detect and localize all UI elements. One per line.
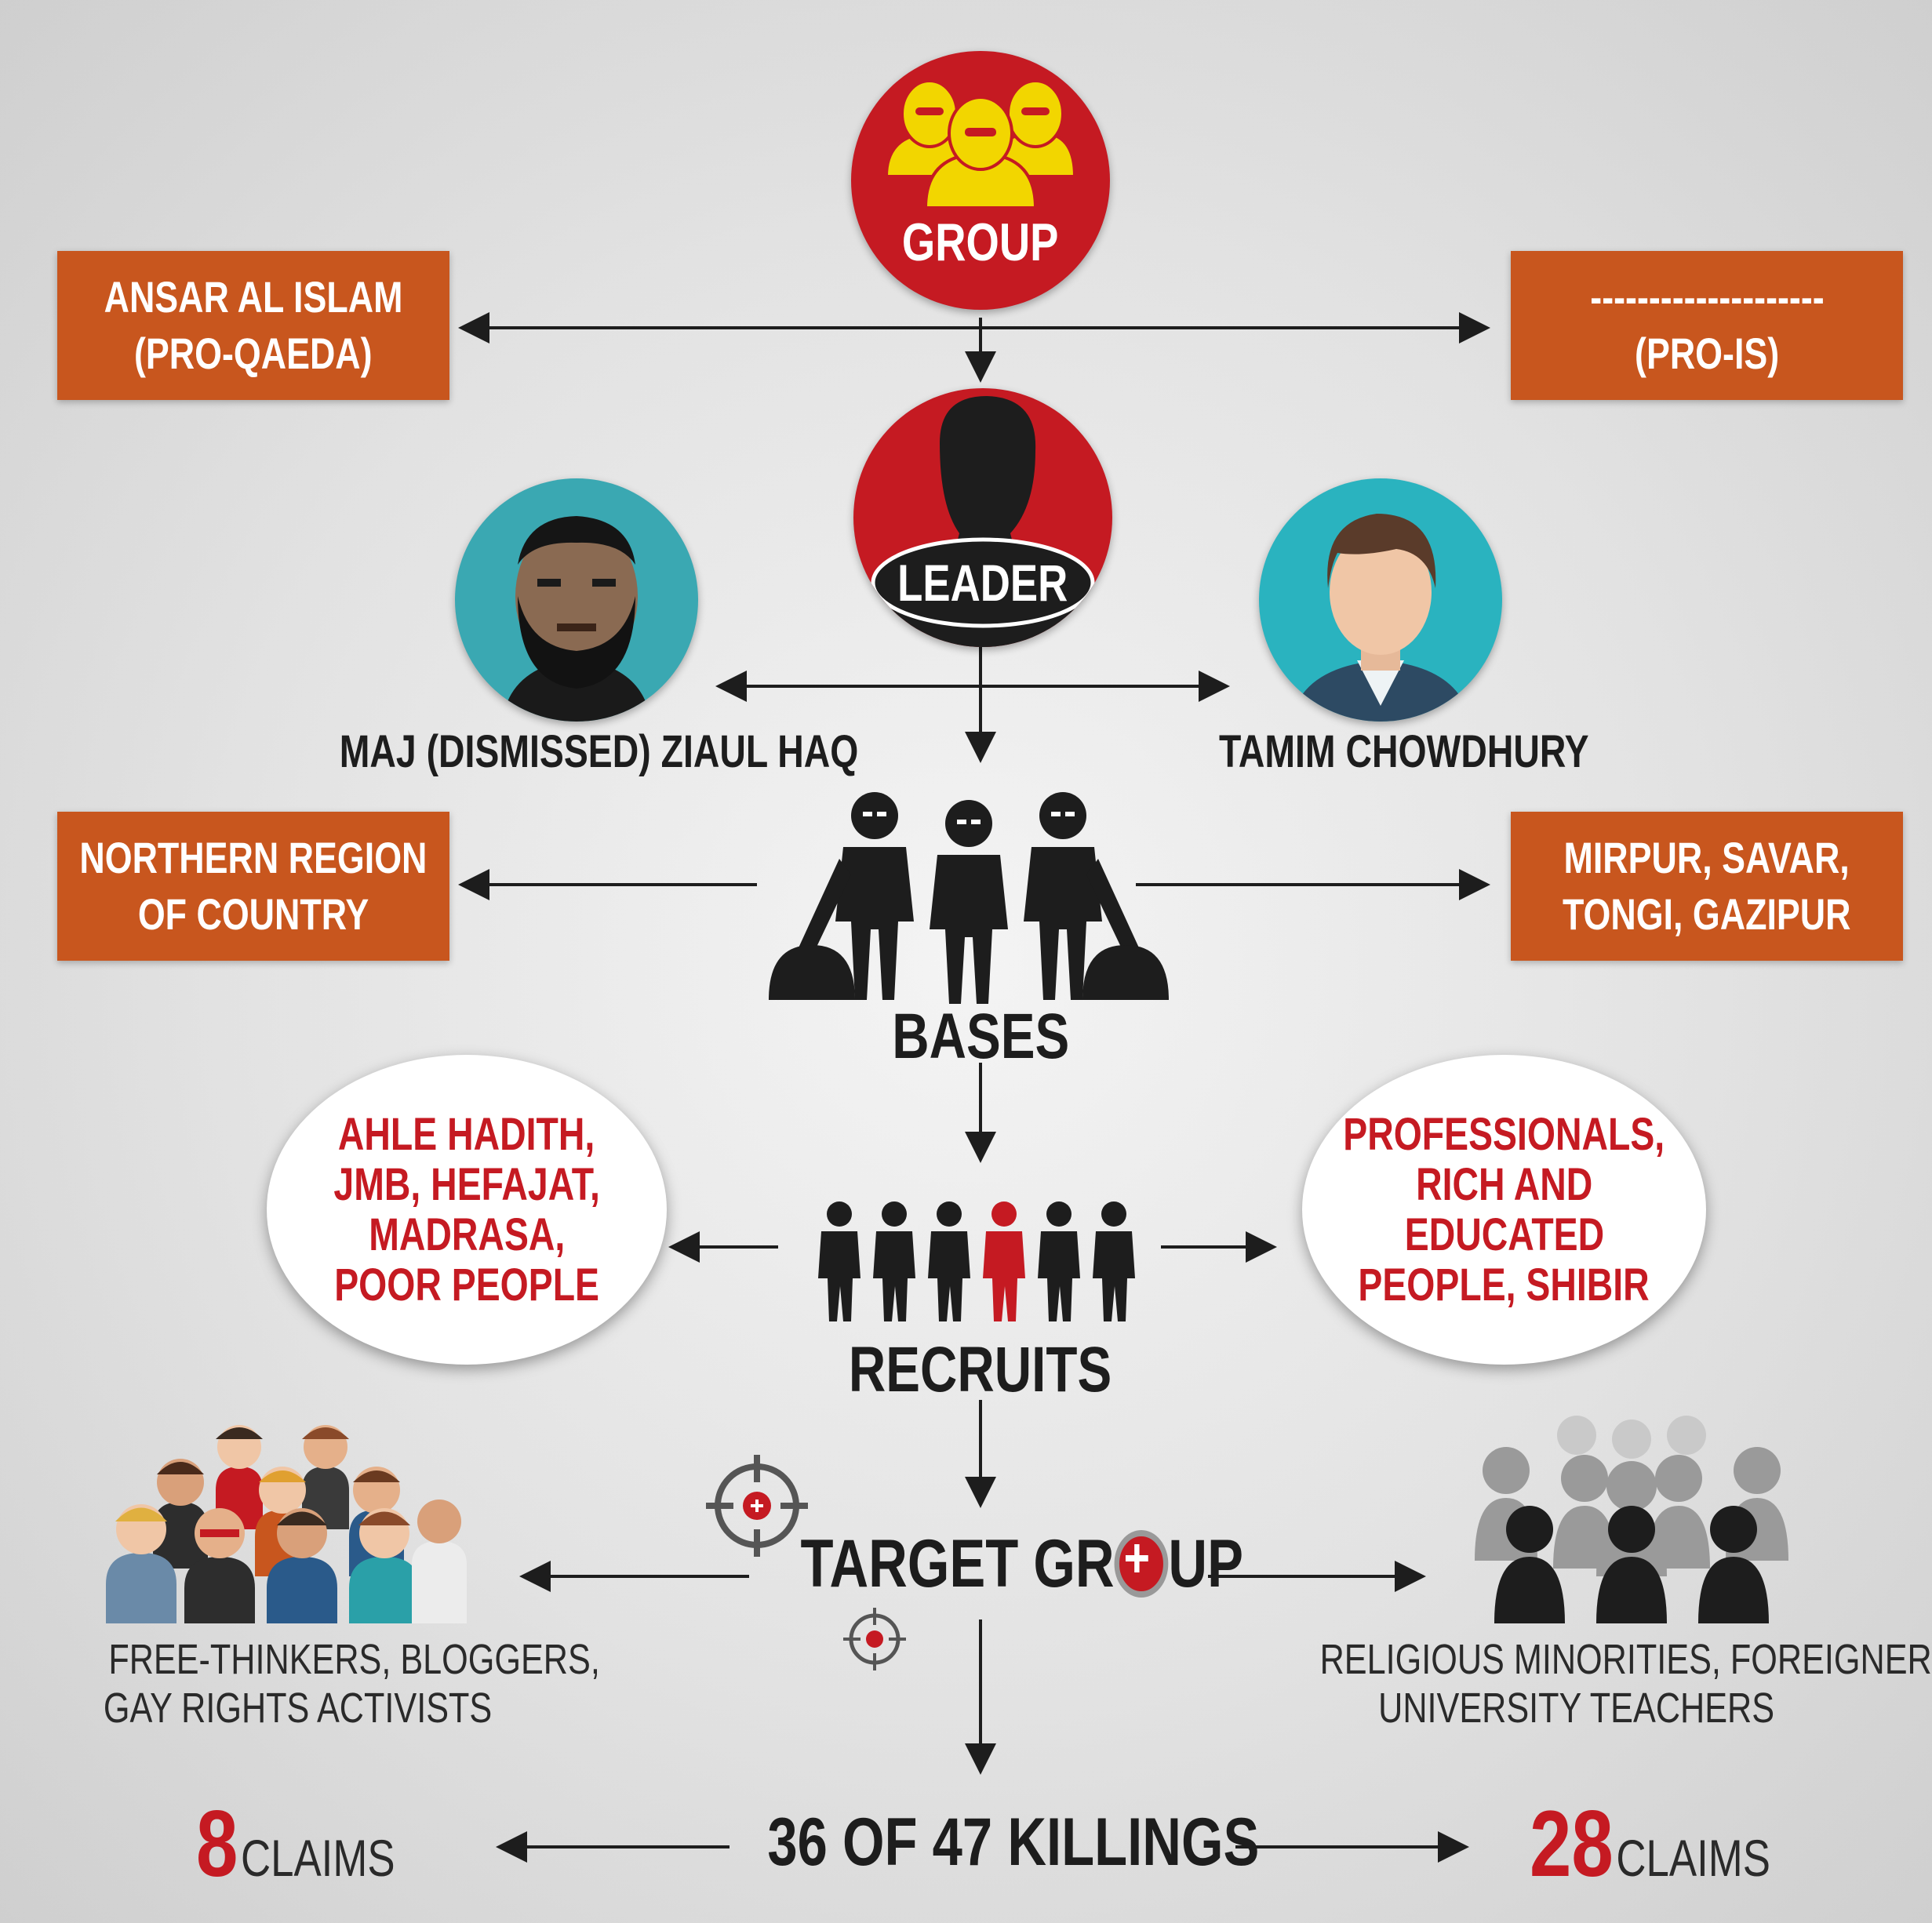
target-right-line1: RELIGIOUS MINORITIES, FOREIGNERS,	[1319, 1636, 1932, 1683]
target-label-part2: UP	[1168, 1526, 1243, 1601]
crosshair-icon	[843, 1608, 906, 1670]
bases-left-line2: OF COUNTRY	[137, 889, 369, 939]
bases-left-box: NORTHERN REGION OF COUNTRY	[57, 812, 449, 961]
bases-people-icon	[769, 792, 1169, 1004]
infographic: GROUP ANSAR AL ISLAM (PRO-QAEDA) -------…	[16, 8, 1932, 1906]
recruits-right-line3: EDUCATED	[1404, 1209, 1604, 1260]
group-left-line1: ANSAR AL ISLAM	[104, 272, 403, 322]
bases-right-line1: MIRPUR, SAVAR,	[1563, 833, 1850, 882]
recruits-left-line4: POOR PEOPLE	[334, 1259, 599, 1310]
group-right-line2: (PRO-IS)	[1634, 329, 1780, 378]
recruits-right-line4: PEOPLE, SHIBIR	[1358, 1259, 1650, 1310]
killings-label: 36 OF 47 KILLINGS	[767, 1805, 1260, 1880]
recruits-right-oval: PROFESSIONALS, RICH AND EDUCATED PEOPLE,…	[1302, 1055, 1706, 1365]
target-left-line2: GAY RIGHTS ACTIVISTS	[104, 1685, 493, 1732]
leader-left-name: MAJ (DISMISSED) ZIAUL HAQ	[339, 726, 859, 777]
recruits-right-line1: PROFESSIONALS,	[1343, 1108, 1665, 1160]
claims-left-word: CLAIMS	[240, 1829, 395, 1887]
recruits-left-line2: JMB, HEFAJAT,	[333, 1158, 600, 1210]
diverse-crowd-icon	[106, 1425, 467, 1623]
leader-right-name: TAMIM CHOWDHURY	[1218, 726, 1589, 777]
bases-right-line2: TONGI, GAZIPUR	[1563, 889, 1851, 939]
recruits-right-line2: RICH AND	[1415, 1158, 1593, 1210]
bases-right-box: MIRPUR, SAVAR, TONGI, GAZIPUR	[1511, 812, 1903, 961]
claims-right: 28 CLAIMS	[1530, 1790, 1875, 1898]
recruits-left-line3: MADRASA,	[368, 1209, 566, 1260]
claims-left: 8 CLAIMS	[196, 1790, 478, 1898]
target-left-line1: FREE-THINKERS, BLOGGERS,	[108, 1636, 600, 1683]
bearded-man-photo	[455, 478, 698, 722]
leader-label: LEADER	[897, 554, 1068, 612]
hooded-group-icon	[884, 79, 1077, 209]
bases-left-line1: NORTHERN REGION	[79, 833, 428, 882]
leader-node: LEADER	[853, 388, 1112, 647]
target-label-part1: TARGET GR	[800, 1526, 1115, 1601]
recruits-left-line1: AHLE HADITH,	[338, 1108, 595, 1160]
group-node: GROUP	[851, 51, 1110, 310]
connectors	[458, 312, 1490, 1863]
group-label: GROUP	[902, 213, 1059, 272]
group-right-line1: --------------------	[1589, 272, 1825, 322]
grey-crowd-icon	[1475, 1416, 1788, 1623]
group-left-box: ANSAR AL ISLAM (PRO-QAEDA)	[57, 251, 449, 400]
claims-left-number: 8	[196, 1791, 238, 1896]
group-left-line2: (PRO-QAEDA)	[134, 329, 373, 378]
crosshair-icon	[1114, 1530, 1169, 1598]
group-right-box: -------------------- (PRO-IS)	[1511, 251, 1903, 400]
recruits-icon	[818, 1201, 1135, 1321]
claims-right-word: CLAIMS	[1616, 1829, 1770, 1887]
crosshair-icon	[706, 1455, 808, 1557]
leader-silhouette-icon	[861, 396, 1104, 647]
recruits-left-oval: AHLE HADITH, JMB, HEFAJAT, MADRASA, POOR…	[267, 1055, 667, 1365]
bases-label: BASES	[891, 1001, 1069, 1072]
claims-right-number: 28	[1530, 1791, 1614, 1896]
recruits-label: RECRUITS	[849, 1334, 1112, 1405]
man-avatar-icon	[1259, 478, 1502, 722]
target-right-line2: UNIVERSITY TEACHERS	[1378, 1685, 1775, 1732]
